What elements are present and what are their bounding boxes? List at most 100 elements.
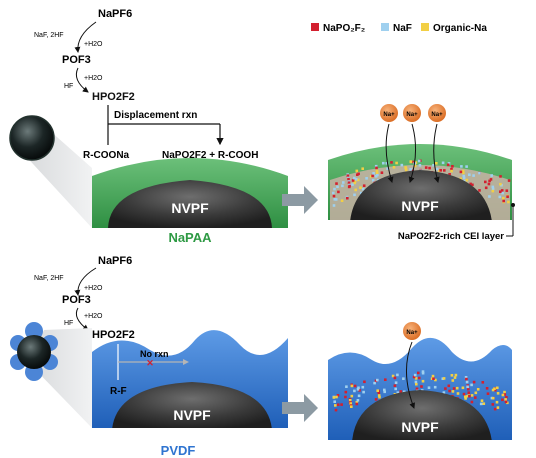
speckle [334, 198, 338, 201]
top-arrow-1 [74, 21, 97, 53]
speckle [360, 191, 363, 195]
speckle [491, 396, 495, 400]
speckle [491, 189, 495, 193]
speckle [502, 199, 505, 203]
speckle [464, 397, 467, 400]
bottom-right-core-label: NVPF [401, 419, 439, 435]
speckle [491, 187, 495, 191]
bottom-intermediate: POF3 [62, 294, 91, 306]
speckle [332, 194, 336, 198]
bottom-left-core-label: NVPF [173, 407, 211, 423]
speckle [386, 167, 389, 170]
speckle [478, 171, 481, 175]
speckle [337, 190, 340, 194]
speckle [480, 399, 484, 402]
speckle [361, 385, 365, 389]
na-ion-3 [428, 104, 446, 122]
speckle [363, 380, 366, 384]
speckle [357, 386, 360, 390]
no-reaction-indicator: ✕ No rxn R-F [110, 344, 189, 397]
speckle [411, 160, 414, 164]
speckle [333, 400, 336, 403]
speckle [459, 170, 463, 174]
speckle [474, 391, 478, 395]
speckle [432, 377, 435, 380]
speckle [396, 391, 400, 394]
bottom-arrow-2 [75, 307, 89, 331]
speckle [421, 379, 425, 383]
speckle [468, 173, 471, 176]
speckle [404, 166, 408, 170]
speckle [496, 386, 499, 390]
speckle [371, 174, 374, 178]
na-ion-bottom [403, 322, 421, 340]
speckle [496, 406, 500, 409]
speckle [357, 394, 361, 398]
speckle [374, 164, 378, 168]
speckle [399, 390, 403, 393]
speckle [414, 380, 418, 384]
speckle [336, 394, 340, 397]
speckle [441, 161, 445, 165]
top-binder-name: NaPAA [168, 230, 212, 245]
speckle [452, 387, 456, 390]
speckle [459, 177, 462, 181]
speckle [353, 389, 356, 393]
speckle [355, 169, 359, 173]
bottom-particle-zoom [10, 322, 92, 428]
speckle [442, 391, 446, 394]
speckle [462, 171, 465, 175]
speckle [491, 185, 495, 189]
speckle [466, 385, 469, 389]
speckle [362, 390, 365, 394]
speckle [351, 183, 354, 186]
speckle [432, 164, 435, 167]
speckle [434, 378, 437, 382]
bottom-left-group: R-F [110, 386, 127, 397]
speckle [435, 167, 439, 171]
speckle [472, 380, 476, 384]
speckle [335, 395, 338, 399]
speckle [375, 171, 379, 174]
bottom-water-2: +H2O [84, 313, 103, 320]
speckle [421, 371, 425, 375]
speckle [462, 176, 466, 180]
speckle [383, 390, 386, 394]
speckle [354, 178, 358, 181]
speckle [507, 200, 510, 204]
speckle [350, 405, 353, 408]
top-transition-arrow [282, 186, 318, 214]
speckle [485, 387, 489, 390]
speckle [470, 383, 473, 387]
na-ion-1-label: Na+ [383, 112, 395, 118]
speckle [412, 375, 416, 379]
speckle [375, 166, 378, 170]
top-left-electrode: NVPF [92, 158, 288, 228]
speckle [415, 382, 418, 386]
speckle [456, 392, 460, 395]
speckle [504, 400, 508, 404]
speckle [467, 387, 470, 391]
speckle [504, 398, 507, 401]
speckle [374, 398, 378, 401]
speckle [377, 391, 381, 395]
speckle [464, 395, 467, 398]
speckle [369, 175, 373, 178]
speckle [332, 204, 336, 207]
speckle [472, 174, 475, 177]
bottom-reactant: NaPF6 [98, 255, 132, 267]
speckle [462, 174, 466, 178]
speckle [362, 184, 366, 187]
bottom-left-core [112, 382, 272, 428]
speckle [355, 402, 359, 406]
legend-label-napo2f2: NaPO₂F₂ [323, 23, 365, 34]
bottom-right-core [352, 390, 492, 440]
speckle [451, 379, 455, 382]
na-ion-2-label: Na+ [406, 112, 418, 118]
speckle [365, 177, 368, 180]
speckle [476, 388, 480, 391]
speckle [431, 374, 435, 378]
speckle [450, 374, 454, 377]
top-acid: HPO2F2 [92, 91, 135, 103]
speckle [435, 162, 438, 165]
